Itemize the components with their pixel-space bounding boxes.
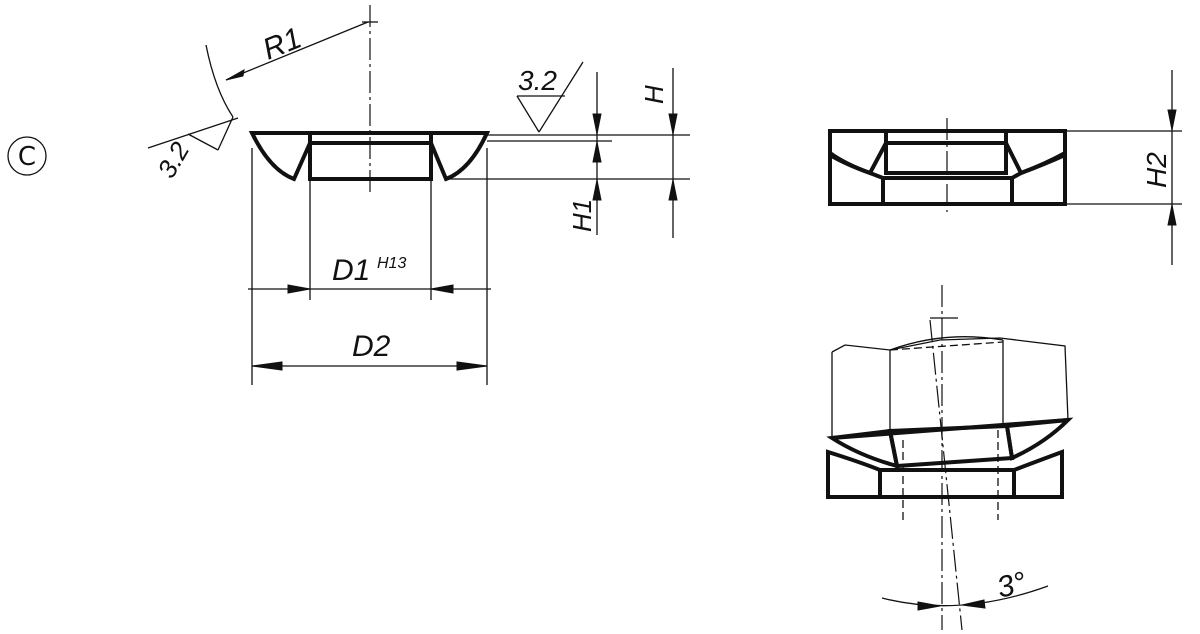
view-label-c: C [7, 136, 47, 176]
d1-label: D1 [332, 254, 370, 287]
h2-label: H2 [1141, 152, 1172, 188]
washer-section-view: R1 3.2 3.2 H H1 [147, 5, 690, 385]
h-label: H [639, 85, 669, 104]
r1-leader [225, 21, 369, 81]
r1-arc [205, 44, 234, 118]
svg-text:3.2: 3.2 [518, 65, 557, 96]
svg-text:3.2: 3.2 [151, 136, 195, 183]
svg-text:C: C [18, 142, 36, 172]
roughness-top-symbol: 3.2 [516, 61, 584, 133]
washer-left-section [248, 131, 312, 182]
d2-label: D2 [352, 330, 391, 363]
nut-assembly-view: 3° [826, 285, 1074, 631]
washer-right-section [429, 131, 491, 182]
angle-label: 3° [994, 566, 1030, 605]
r1-label: R1 [258, 22, 306, 67]
d1-tolerance: H13 [377, 255, 406, 272]
washer-pair-view: H2 [828, 70, 1182, 265]
roughness-side-symbol: 3.2 [147, 116, 239, 183]
h1-label: H1 [567, 199, 597, 232]
